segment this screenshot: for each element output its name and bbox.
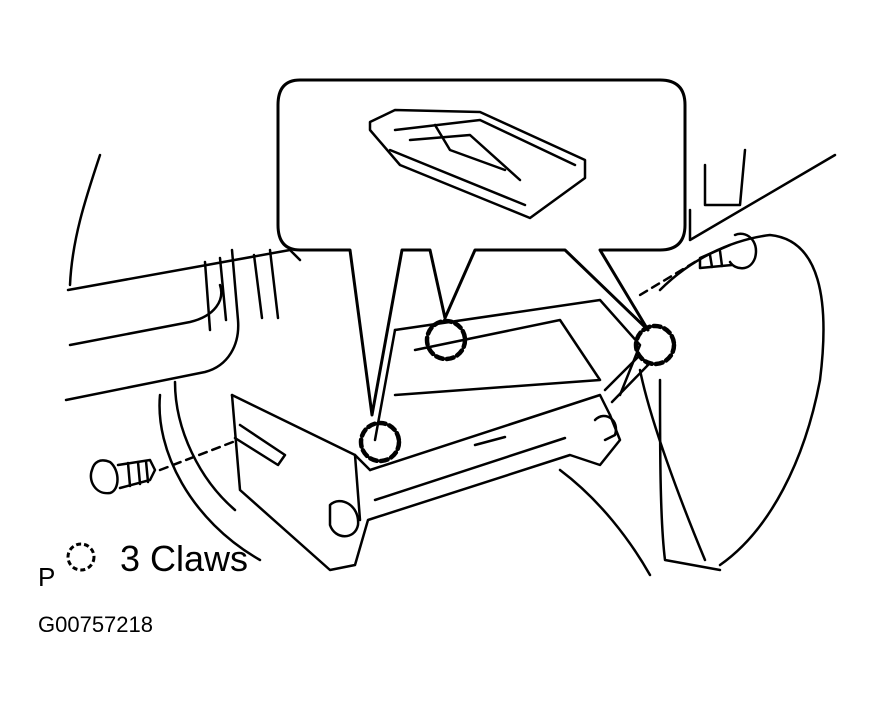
legend-label: 3 Claws [120, 538, 249, 579]
right-screw [638, 232, 758, 297]
left-screw [89, 423, 287, 495]
claw-marker [633, 323, 677, 367]
claw-marker [358, 420, 402, 464]
claw-markers [358, 318, 677, 464]
claw-marker [424, 318, 468, 362]
legend-prefix: P [38, 562, 56, 592]
callout-bubble [276, 78, 687, 417]
dashboard-panel [64, 153, 302, 562]
figure-id: G00757218 [38, 612, 153, 637]
right-side-trim [558, 148, 837, 577]
glove-box [230, 298, 650, 572]
dashed-circle-icon [66, 542, 96, 572]
